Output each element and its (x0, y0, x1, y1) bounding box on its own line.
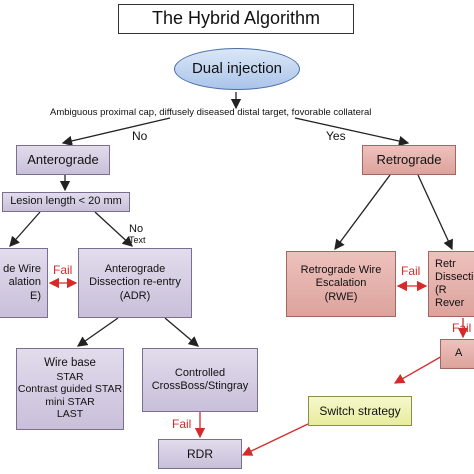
edge-to-retrograde (294, 117, 410, 147)
rwe-node: Retrograde Wire Escalation (RWE) (286, 251, 396, 317)
title-box: The Hybrid Algorithm (118, 4, 354, 34)
small-strategy-node: A (440, 339, 474, 369)
wire-base-node: Wire base STAR Contrast guided STAR mini… (16, 348, 124, 430)
edge-adr-to-wirebase (76, 317, 119, 347)
rdr-bottom-node: RDR (158, 439, 242, 469)
text-small-label: Text (129, 235, 146, 245)
edge-switch-to-rdr (241, 423, 309, 456)
diagram-title: The Hybrid Algorithm (151, 8, 321, 29)
edge-lesion-to-awe (9, 211, 41, 247)
no-label: No (132, 129, 148, 143)
anterograde-node: Anterograde (16, 145, 110, 175)
criteria-label: Ambiguous proximal cap, diffusely diseas… (50, 107, 372, 118)
adr-node: Anterograde Dissection re-entry (ADR) (78, 248, 192, 318)
edge-retrograde-to-rwe (334, 174, 391, 251)
fail-label-1: Fail (53, 263, 73, 277)
edge-small-box-to-switch (393, 354, 445, 384)
retrograde-dissection-node: Retr Dissecti (R Rever (428, 251, 474, 317)
edge-to-anterograde (61, 117, 171, 146)
dual-injection-node: Dual injection (174, 48, 300, 90)
fail-label-3: Fail (452, 321, 472, 335)
retrograde-node: Retrograde (362, 145, 456, 175)
edge-lesion-to-adr (94, 211, 133, 247)
anterograde-wire-escalation-node: de Wire alation E) (0, 248, 48, 318)
controlled-crossboss-node: Controlled CrossBoss/Stingray (142, 348, 258, 412)
edge-retrograde-to-rdr (417, 174, 453, 251)
edge-adr-to-controlled (164, 317, 199, 347)
fail-label-4: Fail (172, 417, 192, 431)
switch-strategy-node: Switch strategy (308, 396, 412, 426)
no-small-label: No (129, 223, 144, 235)
yes-label: Yes (326, 129, 346, 143)
lesion-length-node: Lesion length < 20 mm (2, 192, 130, 212)
fail-label-2: Fail (401, 264, 421, 278)
